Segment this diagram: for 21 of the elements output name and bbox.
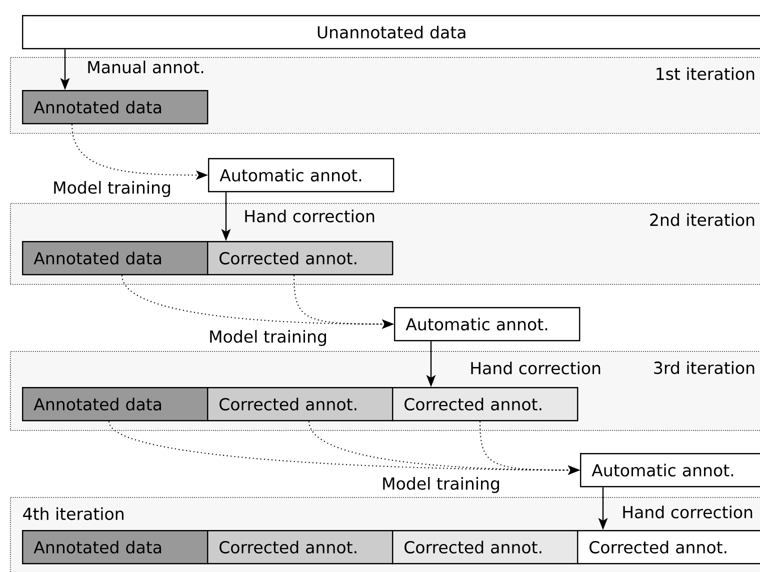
edge-label: Hand correction <box>623 506 752 518</box>
annotation-box: Automatic annot. <box>208 158 394 192</box>
edge-label: Hand correction <box>245 210 374 222</box>
annotation-box: Corrected annot. <box>207 530 394 564</box>
annotation-box: Corrected annot. <box>577 530 760 564</box>
edge-label: Model training <box>54 181 170 198</box>
edge-label: Manual annot. <box>88 60 204 74</box>
data-box: Unannotated data <box>22 15 760 50</box>
annotation-box: Corrected annot. <box>392 387 578 422</box>
annotation-box: Corrected annot. <box>207 241 394 276</box>
edge-label: Hand correction <box>471 362 600 374</box>
annotation-box: Corrected annot. <box>392 530 578 564</box>
annotation-box: Annotated data <box>22 241 208 276</box>
annotation-box: Automatic annot. <box>394 307 580 342</box>
annotation-box: Automatic annot. <box>580 453 760 488</box>
annotation-box: Annotated data <box>22 530 208 564</box>
annotation-box: Corrected annot. <box>207 387 394 422</box>
edge-label: Model training <box>383 477 499 494</box>
edge-label: Model training <box>210 330 326 346</box>
annotation-box: Annotated data <box>22 387 208 422</box>
annotation-box: Annotated data <box>22 90 208 124</box>
